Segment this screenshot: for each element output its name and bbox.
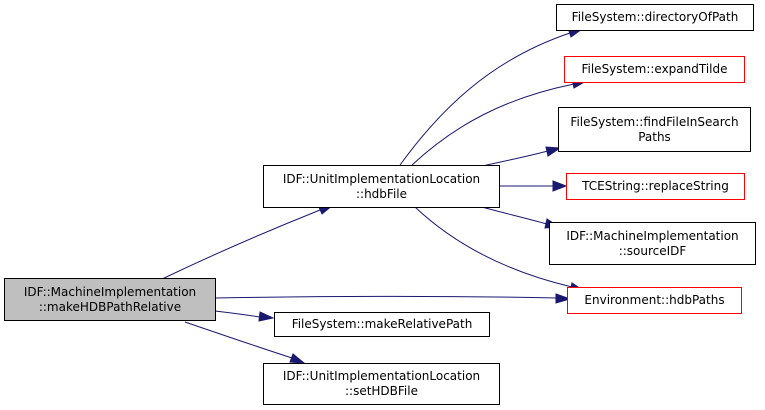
edge-arrowhead: [258, 311, 275, 322]
node-label-line2: ::setHDBFile: [344, 384, 418, 398]
node-label-line1: IDF::MachineImplementation: [23, 284, 197, 299]
node-environment-hdb-paths[interactable]: Environment::hdbPaths: [567, 287, 742, 314]
edge-hdbfile-to-expandtilde: [411, 83, 575, 166]
node-make-hdb-path-relative[interactable]: IDF::MachineImplementation ::makeHDBPath…: [4, 278, 216, 321]
node-machine-impl-source-idf[interactable]: IDF::MachineImplementation ::sourceIDF: [549, 222, 756, 265]
node-label: FileSystem::expandTilde: [581, 62, 728, 76]
edge-arrowhead: [552, 180, 568, 192]
node-label-line2: Paths: [638, 129, 671, 144]
edge-root-to-sethdbfile: [184, 321, 293, 359]
node-label-line1: IDF::UnitImplementationLocation: [282, 369, 481, 383]
node-filesystem-expand-tilde[interactable]: FileSystem::expandTilde: [564, 56, 745, 83]
node-label: FileSystem::makeRelativePath: [291, 317, 473, 331]
edge-arrowhead: [289, 353, 306, 364]
edge-hdbfile-to-hdbpaths: [414, 206, 573, 288]
node-label-line2: ::makeHDBPathRelative: [38, 299, 182, 314]
node-unit-impl-location-sethdbfile[interactable]: IDF::UnitImplementationLocation ::setHDB…: [263, 363, 500, 405]
edge-root-to-makerelativepath: [214, 310, 261, 318]
edge-arrowhead: [545, 146, 562, 157]
edge-hdbfile-to-sourceidf: [477, 205, 548, 225]
edge-arrowhead: [555, 293, 572, 304]
node-unit-impl-location-hdbfile[interactable]: IDF::UnitImplementationLocation ::hdbFil…: [263, 165, 500, 208]
node-filesystem-make-relative-path[interactable]: FileSystem::makeRelativePath: [274, 312, 490, 337]
node-tcestring-replace-string[interactable]: TCEString::replaceString: [566, 173, 745, 200]
edge-root-to-hdbpaths: [214, 296, 558, 299]
node-filesystem-find-file-in-search-paths[interactable]: FileSystem::findFileInSearch Paths: [558, 107, 751, 152]
node-label: TCEString::replaceString: [582, 179, 729, 193]
edge-hdbfile-to-directoryofpath: [399, 32, 571, 166]
node-label-line2: ::hdbFile: [355, 186, 407, 201]
edge-root-to-hdbfile: [159, 209, 321, 281]
node-filesystem-directory-of-path[interactable]: FileSystem::directoryOfPath: [556, 4, 754, 31]
node-label: FileSystem::directoryOfPath: [571, 10, 739, 24]
node-label-line1: IDF::UnitImplementationLocation: [282, 171, 481, 186]
node-label-line2: ::sourceIDF: [618, 243, 687, 258]
node-label: Environment::hdbPaths: [584, 293, 725, 307]
node-label-line1: FileSystem::findFileInSearch: [570, 114, 739, 129]
node-label-line1: IDF::MachineImplementation: [566, 228, 739, 243]
